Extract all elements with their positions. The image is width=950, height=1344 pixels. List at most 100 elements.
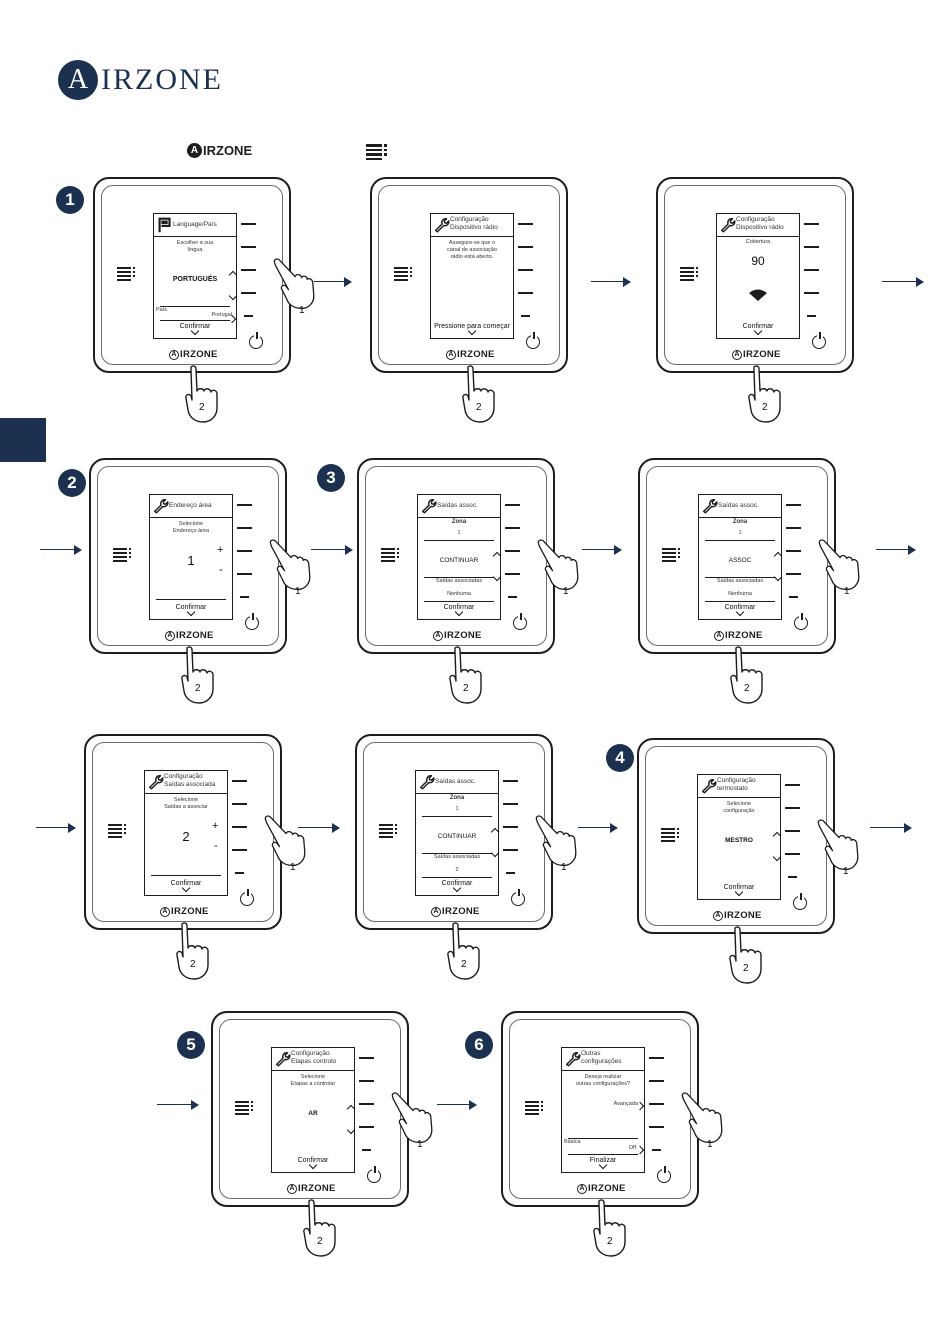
side-key-5[interactable] [240,596,249,598]
side-key-3[interactable] [237,550,252,552]
logo-mark-small: A [577,1183,587,1194]
side-key-1[interactable] [804,223,819,225]
side-key-3[interactable] [785,830,800,832]
side-key-5[interactable] [789,596,798,598]
arrow-shaft [157,1104,193,1106]
side-key-4[interactable] [786,573,801,575]
power-button[interactable] [245,613,259,630]
side-key-3[interactable] [804,269,819,271]
side-key-1[interactable] [518,223,533,225]
side-key-2[interactable] [237,527,252,529]
logo-text-small: IRZONE [457,349,495,360]
side-key-5[interactable] [521,315,530,317]
side-key-2[interactable] [786,527,801,529]
arrow-shaft [870,827,906,829]
side-key-4[interactable] [518,292,533,294]
power-button[interactable] [249,332,263,349]
side-key-5[interactable] [362,1149,371,1151]
arrow-head [610,823,618,833]
side-key-4[interactable] [359,1126,374,1128]
side-key-3[interactable] [359,1103,374,1105]
side-key-1[interactable] [649,1057,664,1059]
power-button[interactable] [367,1166,381,1183]
side-key-3[interactable] [232,826,247,828]
side-key-4[interactable] [505,573,520,575]
side-key-5[interactable] [508,596,517,598]
side-key-2[interactable] [518,246,533,248]
side-key-3[interactable] [518,269,533,271]
menu-line [680,267,694,269]
side-key-5[interactable] [235,872,244,874]
side-key-4[interactable] [232,849,247,851]
finger-2-hand [587,1198,637,1258]
side-key-4[interactable] [237,573,252,575]
side-key-2[interactable] [649,1080,664,1082]
side-key-1[interactable] [359,1057,374,1059]
side-key-4[interactable] [649,1126,664,1128]
power-button[interactable] [794,613,808,630]
wrench-icon [421,498,437,514]
power-button[interactable] [511,889,525,906]
side-key-2[interactable] [232,803,247,805]
finger-1-label: 1 [707,1139,713,1150]
logo-mark-small: A [160,906,170,917]
side-key-2[interactable] [804,246,819,248]
side-key-4[interactable] [241,292,256,294]
side-key-3[interactable] [241,269,256,271]
side-key-5[interactable] [807,315,816,317]
side-key-1[interactable] [505,504,520,506]
side-key-1[interactable] [232,780,247,782]
side-key-5[interactable] [652,1149,661,1151]
menu-dot [251,1101,253,1103]
side-key-3[interactable] [503,826,518,828]
power-button[interactable] [812,332,826,349]
screen-instruction: configuração [723,808,755,814]
side-key-3[interactable] [505,550,520,552]
side-key-2[interactable] [503,803,518,805]
side-key-1[interactable] [503,780,518,782]
side-key-1[interactable] [241,223,256,225]
menu-dot [133,271,135,273]
side-key-1[interactable] [237,504,252,506]
confirm-text: Confirmar [179,323,211,330]
side-key-3[interactable] [649,1103,664,1105]
power-button[interactable] [526,332,540,349]
logo-mark-small: A [431,906,441,917]
power-button[interactable] [240,889,254,906]
side-key-2[interactable] [785,807,800,809]
side-key-3[interactable] [786,550,801,552]
side-key-4[interactable] [503,849,518,851]
finger-2-label: 2 [317,1236,323,1247]
side-buttons [503,780,519,880]
power-button[interactable] [513,613,527,630]
side-key-2[interactable] [359,1080,374,1082]
screen-title: Configuração Dispositivo rádio [736,216,784,231]
side-key-5[interactable] [244,315,253,317]
side-key-1[interactable] [785,784,800,786]
screen-value: ASSOC [728,557,752,564]
power-button[interactable] [657,1166,671,1183]
confirm-text: Confirmar [724,604,756,611]
side-key-2[interactable] [241,246,256,248]
menu-line [525,1101,539,1103]
side-key-4[interactable] [785,853,800,855]
side-key-1[interactable] [786,504,801,506]
power-button[interactable] [793,893,807,910]
side-key-5[interactable] [788,876,797,878]
side-key-2[interactable] [505,527,520,529]
side-key-5[interactable] [506,872,515,874]
side-key-4[interactable] [804,292,819,294]
